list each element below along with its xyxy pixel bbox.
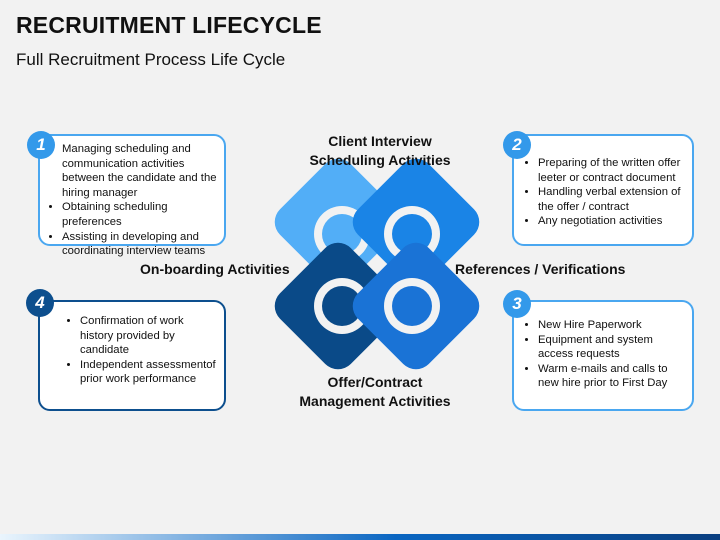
step-4-box: Confirmation of work history provided by… [38, 300, 226, 411]
step-3-item: New Hire Paperwork [538, 318, 688, 333]
label-offer-contract: Offer/Contract Management Activities [285, 373, 465, 411]
step-4-badge: 4 [26, 289, 54, 317]
step-3-item: Warm e-mails and calls to new hire prior… [538, 362, 688, 391]
petal-bottom-left [274, 242, 402, 370]
step-1-box: Managing scheduling and communication ac… [38, 134, 226, 257]
step-2-item: Preparing of the written offer leeter or… [538, 156, 688, 185]
step-1-badge: 1 [27, 131, 55, 159]
label-onboarding: On-boarding Activities [140, 261, 290, 277]
step-2-item: Any negotiation activities [538, 214, 688, 229]
step-2-badge: 2 [503, 131, 531, 159]
step-2-box: Preparing of the written offer leeter or… [512, 134, 694, 246]
label-bottom-line1: Offer/Contract [327, 374, 423, 390]
step-2-item: Handling verbal extension of the offer /… [538, 185, 688, 214]
step-1-item: Managing scheduling and communication ac… [62, 142, 218, 200]
label-references: References / Verifications [455, 261, 626, 277]
step-1-item: Obtaining scheduling preferences [62, 200, 218, 229]
step-1-item: Assisting in developing and coordinating… [62, 230, 218, 259]
footer-bar [0, 534, 720, 540]
slide-subtitle: Full Recruitment Process Life Cycle [16, 50, 286, 69]
label-top-line1: Client Interview [328, 133, 432, 149]
slide-title: RECRUITMENT LIFECYCLE [16, 12, 322, 38]
petal-bottom-right [352, 242, 480, 370]
step-4-item: Independent assessmentof prior work perf… [80, 358, 218, 387]
step-3-item: Equipment and system access requests [538, 333, 688, 362]
label-bottom-line2: Management Activities [299, 393, 451, 409]
label-top-line2: Scheduling Activities [309, 152, 451, 168]
step-3-badge: 3 [503, 290, 531, 318]
label-client-interview: Client Interview Scheduling Activities [290, 132, 470, 170]
step-3-box: New Hire Paperwork Equipment and system … [512, 300, 694, 411]
step-4-item: Confirmation of work history provided by… [80, 314, 218, 358]
